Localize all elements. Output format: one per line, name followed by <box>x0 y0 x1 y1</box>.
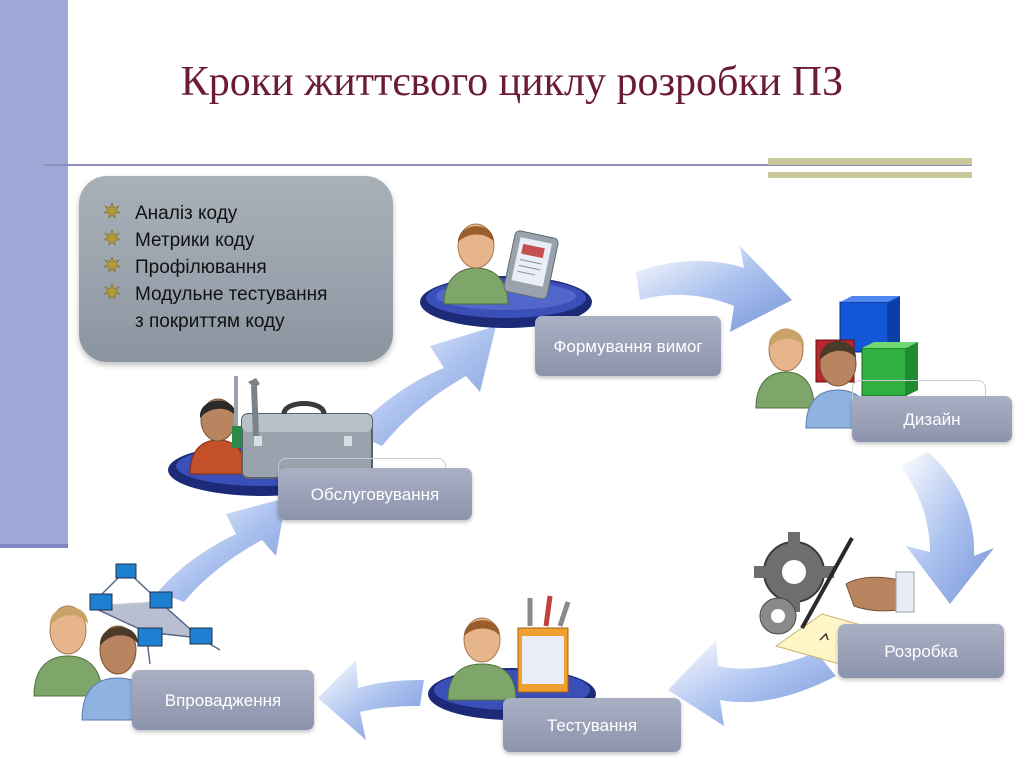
gear-icon <box>759 597 797 635</box>
stage-label-deployment: Впровадження <box>132 670 314 730</box>
person-icon <box>447 617 517 701</box>
arrow-design-to-development <box>900 452 994 604</box>
arrow-development-to-testing <box>668 640 836 726</box>
computer-icon <box>89 593 113 611</box>
person-icon <box>189 398 247 475</box>
callout-box: Аналіз коду Метрики коду Профілювання Мо… <box>79 176 393 362</box>
wrench-icon <box>248 378 260 437</box>
callout-item: Метрики коду <box>101 227 393 254</box>
stage-label-maintenance: Обслуговування <box>278 468 472 520</box>
arrow-requirements-to-design <box>636 246 792 332</box>
computer-icon <box>137 627 163 647</box>
arrow-deployment-to-maintenance <box>158 498 286 602</box>
person-icon <box>443 223 509 305</box>
star-bullet-icon <box>103 229 121 246</box>
star-bullet-icon <box>103 283 121 300</box>
stage-label-development: Розробка <box>838 624 1004 678</box>
sidebar-band <box>0 0 68 548</box>
star-bullet-icon <box>103 256 121 273</box>
stage-label-design: Дизайн <box>852 396 1012 442</box>
arrow-maintenance-to-requirements <box>352 326 496 446</box>
divider-accent <box>768 172 972 178</box>
green-cube-icon <box>861 342 918 397</box>
design-figure <box>755 296 918 429</box>
star-bullet-icon <box>103 202 121 219</box>
callout-item: Аналіз коду <box>101 200 393 227</box>
computer-icon <box>189 627 213 645</box>
callout-item: Профілювання <box>101 254 393 281</box>
hand-with-pen-icon <box>800 537 915 629</box>
callout-item: Модульне тестування <box>101 281 393 308</box>
screwdriver-icon <box>232 376 241 448</box>
toolbox-icon <box>517 595 571 693</box>
computer-icon <box>115 563 137 579</box>
divider-accent <box>768 158 972 165</box>
person-icon <box>755 328 815 409</box>
stage-label-testing: Тестування <box>503 698 681 752</box>
title-divider <box>44 164 972 166</box>
arrow-testing-to-deployment <box>318 660 424 740</box>
slide-title: Кроки життєвого циклу розробки ПЗ <box>180 59 844 105</box>
computer-icon <box>149 591 173 609</box>
callout-list: Аналіз коду Метрики коду Профілювання Мо… <box>79 176 393 335</box>
maintenance-figure <box>168 376 373 496</box>
stage-label-requirements: Формування вимог <box>535 316 721 376</box>
callout-item: з покриттям коду <box>135 311 285 332</box>
person-icon <box>33 605 103 697</box>
sidebar-band-edge <box>0 544 68 548</box>
toolbox-icon <box>241 401 373 479</box>
gear-icon <box>754 532 834 612</box>
tablet-icon <box>503 230 559 300</box>
requirements-figure <box>420 223 592 328</box>
